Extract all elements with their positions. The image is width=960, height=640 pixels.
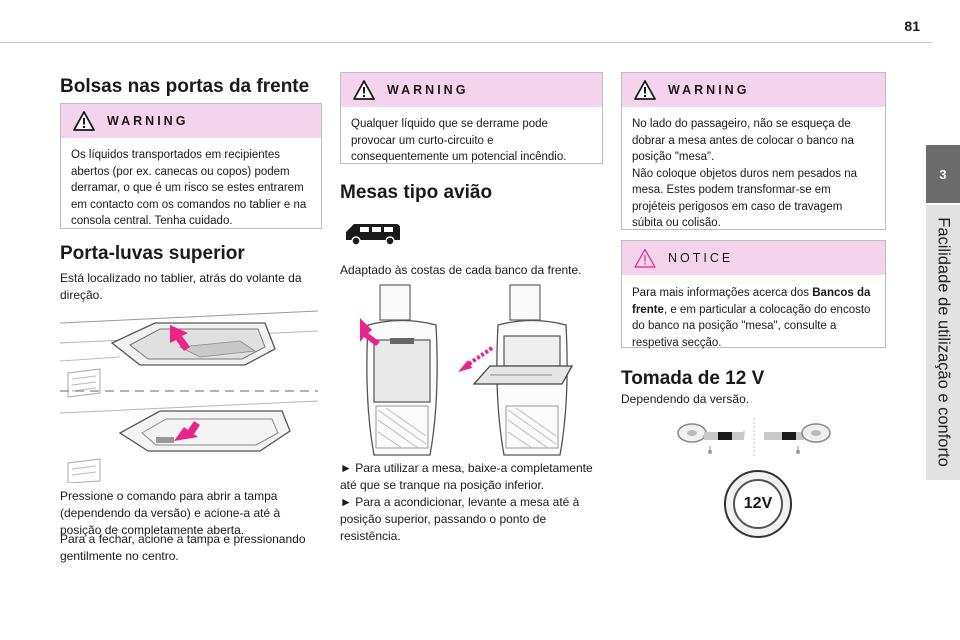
notice-text-pre: Para mais informações acerca dos: [632, 287, 813, 299]
socket-12v-inner: 12V: [733, 479, 783, 529]
warning-box-passenger-table: WARNING No lado do passageiro, não se es…: [621, 72, 886, 230]
warning-header: WARNING: [341, 73, 602, 107]
warning-label: WARNING: [387, 83, 469, 97]
socket-intro: Dependendo da versão.: [621, 392, 750, 406]
warning-label: WARNING: [668, 83, 750, 97]
warning-triangle-icon: [353, 80, 375, 100]
warning-header: WARNING: [622, 73, 885, 107]
notice-label: NOTICE: [668, 251, 734, 265]
top-divider: [0, 42, 932, 43]
socket-12v-icon: 12V: [724, 470, 792, 538]
notice-text-post: , e em particular a colocação do encosto…: [632, 303, 871, 349]
glovebox-instruction-open: Pressione o comando para abrir a tampa (…: [60, 489, 281, 537]
warning-box-liquid: WARNING Qualquer líquido que se derrame …: [340, 72, 603, 164]
page-number: 81: [904, 18, 920, 34]
tables-step-lower: ► Para utilizar a mesa, baixe-a completa…: [340, 461, 593, 492]
chapter-tab[interactable]: 3: [926, 145, 960, 203]
warning-text-fold: No lado do passageiro, não se esqueça de…: [632, 118, 854, 163]
glovebox-instruction-close: Para a fechar, acione a tampa e pression…: [60, 532, 306, 563]
warning-header: WARNING: [61, 104, 321, 138]
steering-version-icons: [674, 418, 834, 458]
warning-text: No lado do passageiro, não se esqueça de…: [622, 107, 885, 240]
warning-triangle-icon: [634, 80, 656, 100]
tables-intro: Adaptado às costas de cada banco da fren…: [340, 263, 582, 277]
warning-text: Qualquer líquido que se derrame pode pro…: [351, 118, 567, 163]
van-version-icon: [340, 218, 404, 248]
warning-label: WARNING: [107, 114, 189, 128]
glovebox-illustration: [60, 303, 318, 483]
notice-text: Para mais informações acerca dos Bancos …: [622, 275, 885, 359]
glovebox-intro: Está localizado no tablier, atrás do vol…: [60, 271, 302, 302]
heading-door-pockets: Bolsas nas portas da frente: [60, 76, 310, 97]
chapter-title: Facilidade de utilização e conforto: [934, 217, 953, 467]
notice-header: NOTICE: [622, 241, 885, 275]
notice-triangle-icon: [634, 248, 656, 268]
warning-text: Os líquidos transportados em recipientes…: [71, 149, 307, 227]
warning-triangle-icon: [73, 111, 95, 131]
heading-glovebox: Porta-luvas superior: [60, 243, 245, 264]
heading-airplane-tables: Mesas tipo avião: [340, 182, 493, 203]
chapter-strip: [926, 205, 960, 480]
tables-step-stow: ► Para a acondicionar, levante a mesa at…: [340, 495, 580, 543]
socket-12v-label: 12V: [743, 495, 773, 512]
airplane-table-illustration: [340, 280, 602, 458]
warning-text-objects: Não coloque objetos duros nem pesados na…: [632, 167, 858, 230]
notice-box-front-seats: NOTICE Para mais informações acerca dos …: [621, 240, 886, 349]
notice-link-front-seats: Bancos da frente: [632, 287, 871, 316]
warning-box-door-pockets: WARNING Os líquidos transportados em rec…: [60, 103, 322, 229]
heading-12v-socket: Tomada de 12 V: [621, 368, 765, 389]
